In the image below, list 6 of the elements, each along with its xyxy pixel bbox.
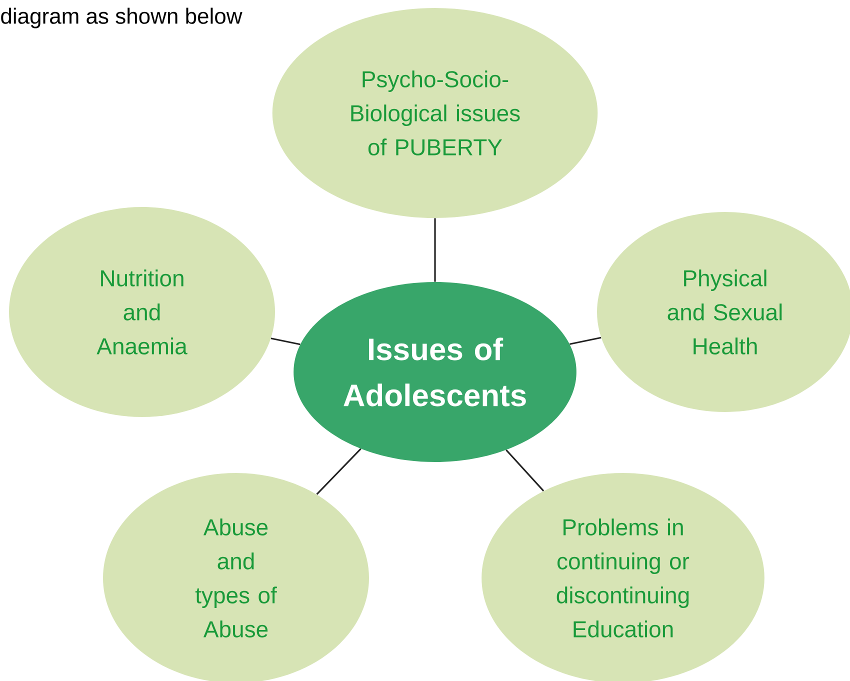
connector-line	[570, 336, 602, 345]
intro-text: diagram as shown below	[1, 8, 242, 28]
connector-line	[270, 338, 300, 346]
connector-line	[506, 449, 544, 492]
connector-line	[316, 448, 362, 495]
connector-line	[434, 218, 436, 282]
